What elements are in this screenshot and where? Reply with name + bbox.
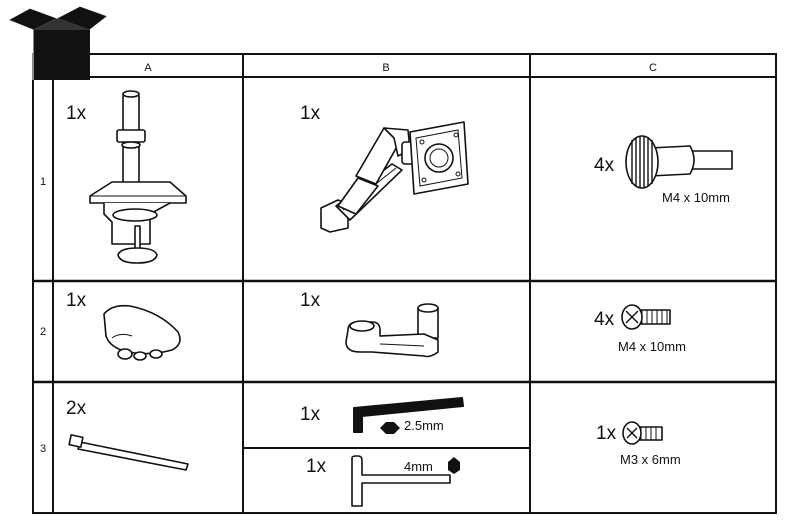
column-header-c: C [649,62,657,74]
cell-b3-top-qty: 1x [300,404,321,425]
thumb-screw-icon [625,135,733,189]
cable-tie-icon [68,434,189,471]
cell-b3-top-spec: 2.5mm [404,418,444,433]
cell-c2-spec: M4 x 10mm [618,339,686,354]
monitor-arm-with-vesa-plate-icon [320,121,469,233]
cell-c1-spec: M4 x 10mm [662,190,730,205]
cell-c3-qty: 1x [596,423,617,444]
row-header-3: 3 [40,443,46,455]
desk-clamp-pole-icon [89,90,187,264]
cell-c1-qty: 4x [594,155,615,176]
row-header-1: 1 [40,176,46,188]
cell-b3-bottom-qty: 1x [306,456,327,477]
column-header-b: B [382,62,389,74]
cell-a3-qty: 2x [66,398,87,419]
cell-a1-qty: 1x [66,103,87,124]
cell-c2-qty: 4x [594,309,615,330]
cell-c3-spec: M3 x 6mm [620,452,681,467]
cell-b3-bottom-spec: 4mm [404,459,433,474]
small-pan-head-screw-icon [622,421,663,445]
column-header-a: A [144,62,152,74]
clamp-cover-icon [103,304,181,361]
hex-key-t-handle-icon [351,455,460,507]
pan-head-screw-icon [621,304,671,330]
parts-table-grid [32,53,777,514]
cell-a2-qty: 1x [66,290,87,311]
cell-b1-qty: 1x [300,103,321,124]
row-header-2: 2 [40,326,46,338]
extension-arm-icon [345,303,439,358]
box-icon [6,5,110,80]
cell-b2-qty: 1x [300,290,321,311]
allen-key-icon [353,397,464,434]
